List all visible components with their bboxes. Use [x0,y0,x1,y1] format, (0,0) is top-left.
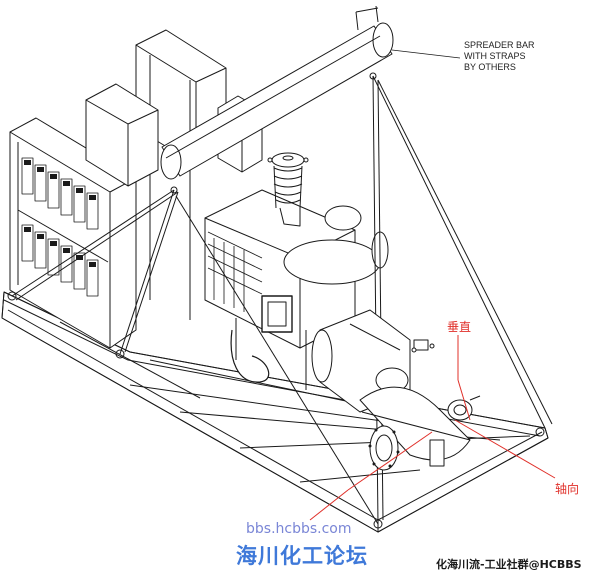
spreader-label-line-3: BY OTHERS [464,62,516,72]
red-leaders [309,335,556,521]
flange-bolts [368,428,400,468]
air-filter [283,205,389,285]
watermark-footer: 化海川流-工业社群@HCBBS [436,558,582,571]
spreader-leader [391,49,461,59]
watermark-url: bbs.hcbbs.com [246,521,352,537]
split-case-pump [359,339,481,471]
watermark-forum-name: 海川化工论坛 [236,544,368,568]
axial-label: 轴向 [555,482,580,496]
spreader-label-line-1: SPREADER BAR [464,40,535,50]
vertical-label: 垂直 [447,320,472,334]
spreader-bar-label: SPREADER BAR WITH STRAPS BY OTHERS [464,40,535,73]
spreader-label-line-2: WITH STRAPS [464,51,526,61]
exhaust-bellows [267,152,309,227]
battery-rack [21,157,99,297]
spreader-bar [160,22,394,180]
